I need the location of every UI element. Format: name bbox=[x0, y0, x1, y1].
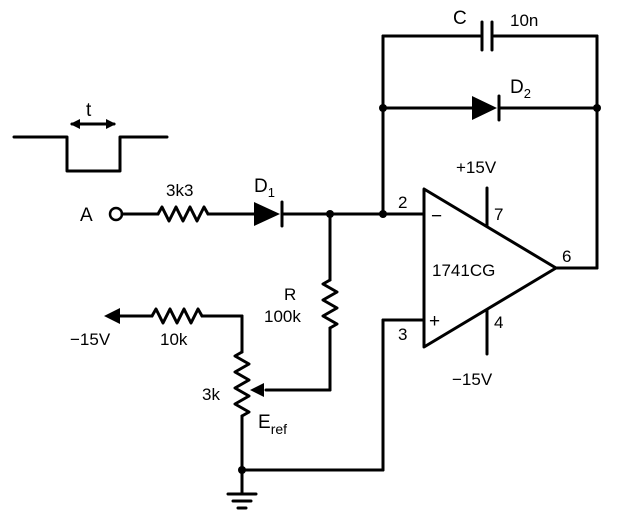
pot-wiper-arrow bbox=[250, 383, 264, 397]
pin-7-label: 7 bbox=[494, 205, 503, 224]
resistor-3k3-label: 3k3 bbox=[166, 181, 193, 200]
supply-negative-label: −15V bbox=[452, 370, 493, 389]
resistor-r-value: 100k bbox=[264, 307, 301, 326]
pulse-width-label: t bbox=[86, 100, 92, 121]
pulse-arrowhead-left bbox=[70, 119, 80, 129]
pin-6-label: 6 bbox=[562, 247, 571, 266]
pin-noninverting-sign: + bbox=[429, 311, 440, 332]
resistor-3k3 bbox=[156, 205, 210, 223]
diode-d2-icon bbox=[472, 96, 497, 120]
input-terminal bbox=[108, 206, 124, 222]
capacitor-name-label: C bbox=[453, 8, 467, 29]
pulse-arrowhead-right bbox=[106, 119, 116, 129]
diode-d1-label: D1 bbox=[254, 176, 275, 200]
pin-3-label: 3 bbox=[398, 325, 407, 344]
neg-supply-left-label: −15V bbox=[70, 330, 111, 349]
neg-supply-arrow-icon bbox=[104, 308, 120, 324]
potentiometer-3k bbox=[233, 350, 251, 418]
pin-2-label: 2 bbox=[398, 193, 407, 212]
capacitor-value-label: 10n bbox=[510, 11, 538, 30]
input-pulse-waveform bbox=[12, 135, 169, 173]
input-terminal-label: A bbox=[80, 205, 93, 226]
pot-value-label: 3k bbox=[202, 385, 220, 404]
pin-inverting-sign: − bbox=[431, 206, 442, 227]
opamp-part-label: 1741CG bbox=[432, 261, 495, 280]
diode-d1-icon bbox=[254, 202, 280, 226]
resistor-10k-label: 10k bbox=[160, 330, 188, 349]
pin-4-label: 4 bbox=[494, 313, 503, 332]
resistor-r bbox=[321, 278, 339, 330]
eref-label: Eref bbox=[258, 412, 287, 437]
diode-d2-label: D2 bbox=[510, 77, 531, 101]
supply-positive-label: +15V bbox=[456, 158, 497, 177]
opamp-triangle bbox=[422, 187, 558, 349]
resistor-r-name: R bbox=[284, 285, 296, 304]
resistor-10k bbox=[150, 307, 204, 325]
